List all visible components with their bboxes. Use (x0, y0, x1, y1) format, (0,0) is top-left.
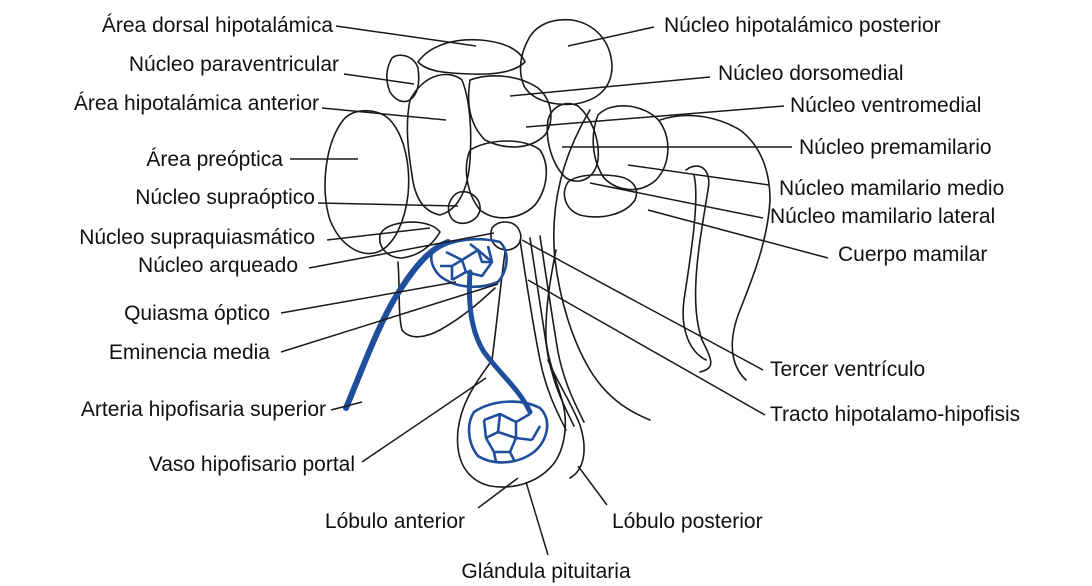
secondary-capillary-plexus (469, 402, 547, 463)
label-area-preoptica: Área preóptica (146, 148, 283, 171)
leader-area-dorsal (336, 26, 476, 46)
label-vaso-hipofisario-portal: Vaso hipofisario portal (149, 453, 355, 476)
leader-ventromedial (526, 106, 784, 127)
label-tracto-hipotalamo-hipofisis: Tracto hipotalamo-hipofisis (770, 403, 1020, 426)
label-nucleo-supraquiasmatico: Núcleo supraquiasmático (79, 226, 315, 249)
label-area-hipotalamica-anterior: Área hipotalámica anterior (74, 92, 319, 115)
leader-supraoptic (318, 203, 458, 206)
mamillary-body-sweep (686, 166, 711, 372)
label-nucleo-mamilario-lateral: Núcleo mamilario lateral (770, 205, 995, 228)
label-nucleo-ventromedial: Núcleo ventromedial (790, 94, 981, 117)
vessels (346, 239, 547, 462)
label-nucleo-hipotalamico-posterior: Núcleo hipotalámico posterior (664, 14, 941, 37)
label-lobulo-posterior: Lóbulo posterior (612, 510, 763, 533)
leader-paraventricular (344, 74, 414, 84)
leader-anterior-lobe (478, 478, 518, 508)
leader-optic-chiasm (281, 282, 456, 313)
label-tercer-ventriculo: Tercer ventrículo (770, 358, 925, 381)
leader-anterior-hypothalamic (322, 108, 446, 120)
anterior-hypothalamic-area-shape (407, 75, 470, 215)
label-eminencia-media: Eminencia media (109, 341, 270, 364)
leader-tract (528, 280, 765, 415)
ventromedial-nucleus-shape (466, 141, 546, 218)
label-nucleo-dorsomedial: Núcleo dorsomedial (718, 62, 904, 85)
label-cuerpo-mamilar: Cuerpo mamilar (838, 243, 987, 266)
label-area-dorsal-hipotalamica: Área dorsal hipotalámica (102, 14, 333, 37)
paraventricular-nucleus-shape (387, 55, 419, 101)
posterior-hypothalamic-nucleus-shape (521, 20, 612, 105)
label-nucleo-supraoptico: Núcleo supraóptico (135, 186, 315, 209)
label-nucleo-arqueado: Núcleo arqueado (138, 254, 298, 277)
label-arteria-hipofisaria-superior: Arteria hipofisaria superior (81, 398, 326, 421)
leader-lines (281, 26, 828, 555)
dorsomedial-nucleus-shape (469, 76, 551, 147)
leader-lateral-mamillary (590, 183, 763, 218)
arcuate-nucleus-shape (491, 222, 521, 250)
label-nucleo-premamilario: Núcleo premamilario (799, 136, 992, 159)
leader-portal-vessel (362, 378, 486, 462)
label-lobulo-anterior: Lóbulo anterior (325, 510, 465, 533)
leader-suprachiasmatic (327, 228, 430, 240)
leader-medial-mamillary (628, 165, 769, 185)
label-nucleo-paraventricular: Núcleo paraventricular (129, 53, 339, 76)
leader-posterior-hypothalamic (568, 27, 654, 46)
label-quiasma-optico: Quiasma óptico (124, 302, 270, 325)
label-nucleo-mamilario-medio: Núcleo mamilario medio (779, 177, 1004, 200)
brainstem-outer-curve (660, 115, 770, 380)
leader-pituitary-gland (526, 482, 548, 555)
leader-posterior-lobe (578, 466, 607, 505)
label-glandula-pituitaria: Glándula pituitaria (461, 560, 631, 583)
